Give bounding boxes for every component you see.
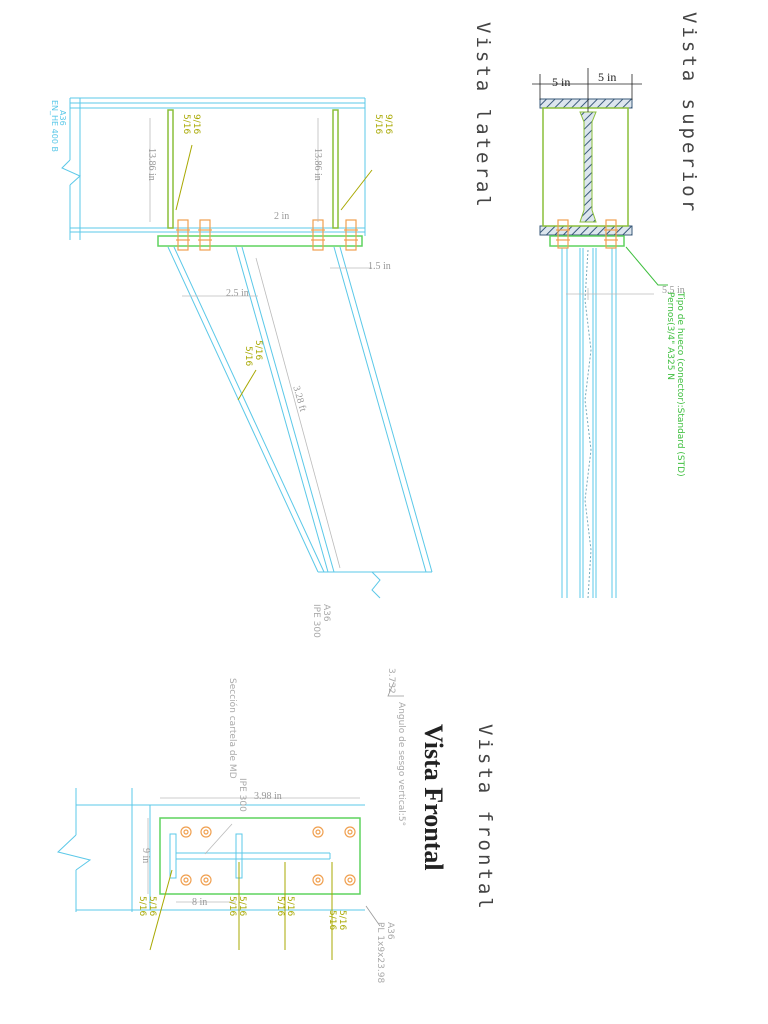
side-inclined-beam <box>167 246 433 599</box>
side-base-plate <box>157 235 363 247</box>
front-plate-label-1: A36 <box>385 922 395 940</box>
top-dimensions <box>532 68 642 112</box>
front-weld-2-top: 5/16 <box>237 896 247 917</box>
side-weld-top-b: 9/16 <box>383 114 393 135</box>
side-view <box>61 97 433 599</box>
top-view-web <box>579 111 597 223</box>
front-ipe-section <box>169 833 331 879</box>
top-flange-bottom <box>539 225 633 236</box>
side-dim-h2: 13.86 in <box>312 148 323 181</box>
top-view-frame <box>542 107 629 227</box>
front-view-column <box>56 788 365 912</box>
top-view <box>532 68 668 599</box>
side-weld-bot-b: 5/16 <box>373 114 383 135</box>
front-base-plate <box>159 817 361 895</box>
view-title-lateral: Vista lateral <box>472 22 494 210</box>
front-weld-2-bot: 5/16 <box>227 896 237 917</box>
side-weld-top-a: 9/16 <box>191 114 201 135</box>
side-stiffeners <box>167 109 339 229</box>
side-weld-bot-a: 5/16 <box>181 114 191 135</box>
view-title-superior: Vista superior <box>678 12 700 215</box>
top-view-base-plate <box>549 235 625 247</box>
top-dim-bottom: 5.5 in <box>662 285 685 296</box>
side-bolts <box>176 219 358 251</box>
front-weld-1-bot: 5/16 <box>137 896 147 917</box>
front-weld-3-top: 5/16 <box>285 896 295 917</box>
side-view-column <box>61 97 366 240</box>
top-view-column <box>561 248 617 599</box>
side-dim-1-5: 1.5 in <box>368 261 391 272</box>
side-column-label-2: EN_HE 400 B <box>50 100 59 152</box>
front-section-label: Sección cartela de MD <box>227 678 237 779</box>
top-note-line2: Pernos(3/4" A325 N <box>665 292 675 381</box>
front-weld-1-top: 5/16 <box>147 896 157 917</box>
side-dim-2-5: 2.5 in <box>226 288 249 299</box>
front-ipe-label: IPE 300 <box>237 778 247 812</box>
top-view-bolts <box>556 219 618 249</box>
front-weld-3-bot: 5/16 <box>275 896 285 917</box>
side-dim-2in: 2 in <box>274 211 290 222</box>
front-angle-label: Angulo de sesgo vertical:5° <box>396 702 406 827</box>
view-title-frontal-big: Vista Frontal <box>419 724 448 871</box>
top-note-line1: Tipo de hueco (conector):Standard (STD) <box>675 292 685 477</box>
side-weld-diag-top: 5/16 <box>253 340 263 361</box>
side-column-label-1: A36 <box>58 110 67 126</box>
top-dim-right: 5 in <box>598 70 617 84</box>
front-weld-4-top: 5/16 <box>337 910 347 931</box>
side-beam-label-2: IPE 300 <box>311 604 321 638</box>
top-flange-top <box>539 98 633 109</box>
front-dim-9: 9 in <box>140 848 151 864</box>
front-dim-398: 3.98 in <box>254 791 282 802</box>
view-title-frontal: Vista frontal <box>474 724 496 912</box>
front-view <box>56 681 404 960</box>
front-bolts <box>180 826 356 886</box>
front-plate-label-2: PL 1x9x23.98 <box>375 922 385 984</box>
front-weld-4-bot: 5/16 <box>327 910 337 931</box>
side-weld-diag-bot: 5/16 <box>243 346 253 367</box>
front-angle-value: 3.732 <box>386 668 396 694</box>
side-dim-h1: 13.86 in <box>146 148 157 181</box>
side-beam-label-1: A36 <box>321 604 331 622</box>
top-note-leader <box>625 246 668 286</box>
front-dim-8: 8 in <box>192 897 208 908</box>
top-dim-left: 5 in <box>552 75 571 89</box>
